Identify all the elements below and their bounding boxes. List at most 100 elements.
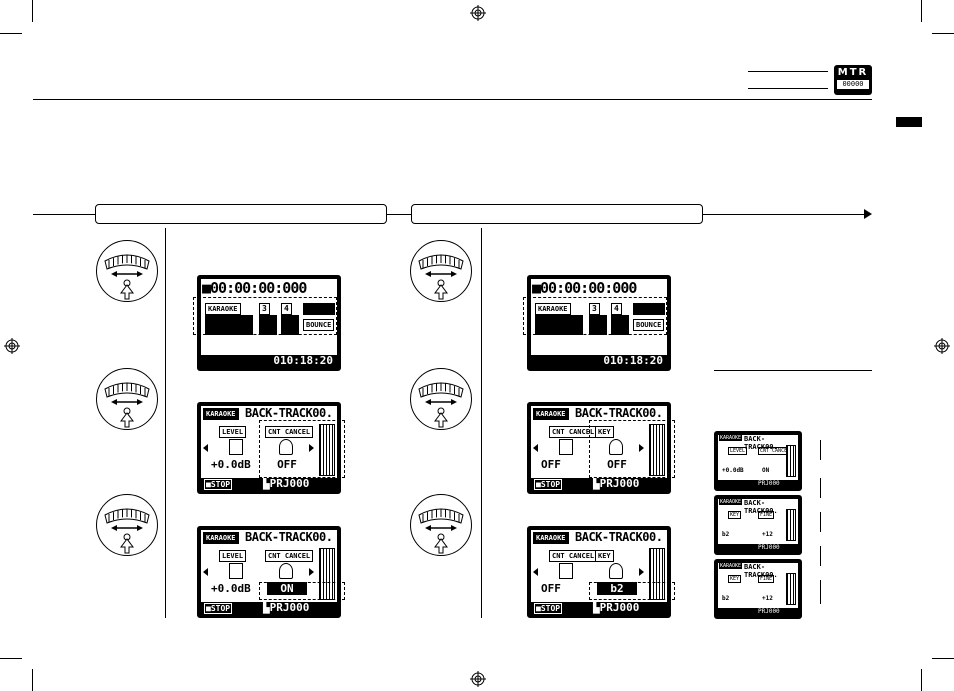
- scroll-wheel-icon: [96, 240, 158, 302]
- param-graphic-icon: [609, 439, 623, 455]
- karaoke-track-block: [205, 315, 253, 335]
- lcd-home-screen-right: ■00:00:00:000 KARAOKE 3 4 BOUNCE 010:18:…: [527, 275, 671, 371]
- cursor-right-icon: [309, 444, 314, 452]
- scroll-wheel-icon: [96, 368, 158, 430]
- project-name: ▙PRJ000: [263, 477, 310, 490]
- status-bar: ■STOP▙PRJ000: [201, 478, 337, 490]
- track-title: BACK-TRACK00.: [245, 406, 333, 420]
- status-bar: ■STOP ▙PRJ000: [531, 478, 667, 490]
- right-param-value: ON: [267, 582, 307, 595]
- track-3-knob-icon: [259, 315, 277, 335]
- lcd-home-screen-left: ■00:00:00:000 KARAOKE 3 4 BOUNCE 010:18:…: [197, 275, 341, 371]
- mini-level-meter: [786, 573, 796, 605]
- callout-line: [820, 546, 821, 566]
- crop-mark: [921, 669, 922, 691]
- registration-mark-right: [934, 338, 950, 354]
- registration-mark-left: [4, 338, 20, 354]
- mini-tag: KARAOKE: [719, 499, 743, 505]
- mini-tag: KARAOKE: [719, 435, 743, 441]
- karaoke-tag: KARAOKE: [203, 408, 239, 420]
- project-name: ▙PRJ000: [593, 477, 640, 490]
- param-focus-highlight: [259, 420, 345, 478]
- param-focus-highlight: [589, 420, 675, 478]
- bounce-label: BOUNCE: [303, 319, 335, 331]
- left-param-value: OFF: [541, 582, 561, 595]
- track-selection-highlight: [523, 297, 667, 335]
- track-title: BACK-TRACK00.: [245, 530, 333, 544]
- flow-line-right: [703, 214, 866, 215]
- cursor-right-icon: [639, 568, 644, 576]
- stop-status: ■STOP: [534, 479, 563, 490]
- mini-left-label: KEY: [728, 511, 742, 519]
- value-focus-highlight: [589, 582, 675, 600]
- registration-mark-top: [470, 5, 486, 21]
- mini-level-meter: [786, 509, 796, 541]
- left-param-label: CNT CANCEL: [549, 550, 598, 562]
- status-bar: ■STOP▙PRJ000: [201, 602, 337, 614]
- bounce-icon: [303, 303, 335, 315]
- mtr-badge: MTR 00000: [834, 65, 872, 95]
- level-meter: [319, 424, 335, 476]
- right-param-value: OFF: [277, 458, 297, 471]
- param-graphic-icon: [229, 563, 243, 579]
- crop-mark: [0, 33, 22, 34]
- mini-status-bar: PRJ000: [718, 544, 798, 551]
- param-graphic-icon: [279, 439, 293, 455]
- crop-mark: [932, 658, 954, 659]
- callout-line: [820, 580, 821, 604]
- remaining-bar: 010:18:20: [201, 355, 337, 367]
- mini-left-value: b2: [722, 531, 730, 538]
- param-graphic-icon: [609, 563, 623, 579]
- crop-mark: [32, 0, 33, 22]
- mtr-badge-digits: 00000: [837, 80, 869, 89]
- scroll-wheel-icon: [96, 494, 158, 556]
- right-param-value: OFF: [607, 458, 627, 471]
- level-meter: [649, 424, 665, 476]
- flow-line-left: [33, 214, 95, 215]
- track-4-knob-icon: [611, 315, 629, 335]
- left-param-value: OFF: [541, 458, 561, 471]
- column-divider-left: [165, 228, 166, 618]
- project-name: ▙PRJ000: [593, 601, 640, 614]
- left-param-value: +0.0dB: [211, 582, 251, 595]
- flow-line-mid: [387, 214, 411, 215]
- counter-display: ■00:00:00:000: [202, 279, 307, 297]
- mini-right-value: ON: [762, 467, 770, 474]
- crop-mark: [932, 33, 954, 34]
- cursor-left-icon: [203, 568, 208, 576]
- karaoke-tag: KARAOKE: [533, 532, 569, 544]
- cursor-left-icon: [533, 568, 538, 576]
- status-bar: ■STOP▙PRJ000: [531, 602, 667, 614]
- param-graphic-icon: [559, 439, 573, 455]
- param-graphic-icon: [559, 563, 573, 579]
- callout-line: [820, 440, 821, 460]
- left-param-label: LEVEL: [219, 426, 247, 438]
- mini-status-bar: PRJ000: [718, 608, 798, 615]
- stop-status: ■STOP: [204, 603, 233, 614]
- track-selection-highlight: [193, 297, 337, 335]
- karaoke-tag: KARAOKE: [533, 408, 569, 420]
- scroll-wheel-icon: [410, 368, 472, 430]
- left-param-label: LEVEL: [219, 550, 247, 562]
- remaining-time: 010:18:20: [273, 354, 333, 367]
- mini-left-label: KEY: [728, 575, 742, 583]
- mini-right-label: FINE: [758, 575, 775, 583]
- registration-mark-bottom: [470, 671, 486, 687]
- scroll-wheel-icon: [410, 494, 472, 556]
- cursor-left-icon: [533, 444, 538, 452]
- track-4-label: 4: [281, 303, 292, 315]
- cursor-right-icon: [309, 568, 314, 576]
- param-graphic-icon: [229, 439, 243, 455]
- left-param-value: +0.0dB: [211, 458, 251, 471]
- callout-line: [820, 478, 821, 498]
- crop-mark: [32, 669, 33, 691]
- mtr-badge-label: MTR: [837, 67, 869, 78]
- flow-arrow-icon: [864, 209, 872, 219]
- mini-right-label: FINE: [758, 511, 775, 519]
- mini-left-label: LEVEL: [728, 447, 748, 455]
- callout-line: [820, 512, 821, 532]
